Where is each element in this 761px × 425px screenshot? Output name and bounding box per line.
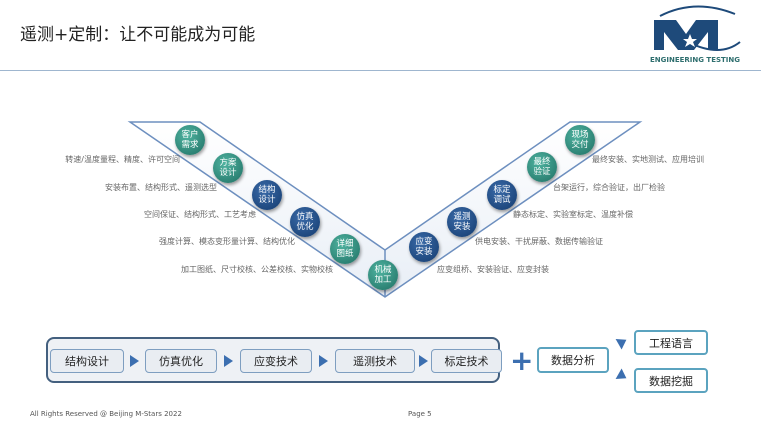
node-description: 应变组桥、安装验证、应变封装 xyxy=(437,265,549,274)
page-number: Page 5 xyxy=(408,410,432,418)
flow-step: 遥测技术 xyxy=(335,349,415,373)
process-node: 遥测 安装 xyxy=(447,207,477,237)
process-node: 应变 安装 xyxy=(409,232,439,262)
flow-step: 标定技术 xyxy=(431,349,502,373)
arrow-right-icon xyxy=(130,355,139,367)
process-node: 方案 设计 xyxy=(213,153,243,183)
node-description: 空间保证、结构形式、工艺考虑 xyxy=(144,210,256,219)
arrow-right-icon xyxy=(319,355,328,367)
process-node: 机械 加工 xyxy=(368,260,398,290)
header-divider xyxy=(0,70,761,71)
process-node: 最终 验证 xyxy=(527,152,557,182)
node-description: 转速/温度量程、精度、许可空间 xyxy=(65,155,180,164)
process-node: 结构 设计 xyxy=(252,180,282,210)
flow-step: 应变技术 xyxy=(240,349,312,373)
process-node: 现场 交付 xyxy=(565,125,595,155)
arrow-right-icon xyxy=(224,355,233,367)
arrow-right-icon xyxy=(419,355,428,367)
data-analysis-box: 数据分析 xyxy=(537,347,609,373)
copyright: All Rights Reserved @ Beijing M-Stars 20… xyxy=(30,410,182,418)
process-node: 标定 调试 xyxy=(487,180,517,210)
node-description: 强度计算、模态变形量计算、结构优化 xyxy=(159,237,295,246)
slide-title: 遥测+定制：让不可能成为可能 xyxy=(20,25,256,45)
flow-step: 结构设计 xyxy=(50,349,124,373)
node-description: 台架运行，综合验证，出厂检验 xyxy=(553,183,665,192)
output-data-mining: 数据挖掘 xyxy=(634,368,708,393)
process-node: 详细 图纸 xyxy=(330,234,360,264)
process-node: 仿真 优化 xyxy=(290,207,320,237)
output-engineering-language: 工程语言 xyxy=(634,330,708,355)
process-node: 客户 需求 xyxy=(175,125,205,155)
plus-icon: + xyxy=(510,344,534,377)
node-description: 最终安装、实地测试、应用培训 xyxy=(592,155,704,164)
company-logo xyxy=(654,5,741,51)
node-description: 加工图纸、尺寸校核、公差校核、实物校核 xyxy=(181,265,333,274)
node-description: 静态标定、实验室标定、温度补偿 xyxy=(513,210,633,219)
node-description: 安装布置、结构形式、遥测选型 xyxy=(105,183,217,192)
node-description: 供电安装、干扰屏蔽、数据传输验证 xyxy=(475,237,603,246)
flow-step: 仿真优化 xyxy=(145,349,217,373)
logo-text: ENGINEERING TESTING xyxy=(649,56,741,64)
